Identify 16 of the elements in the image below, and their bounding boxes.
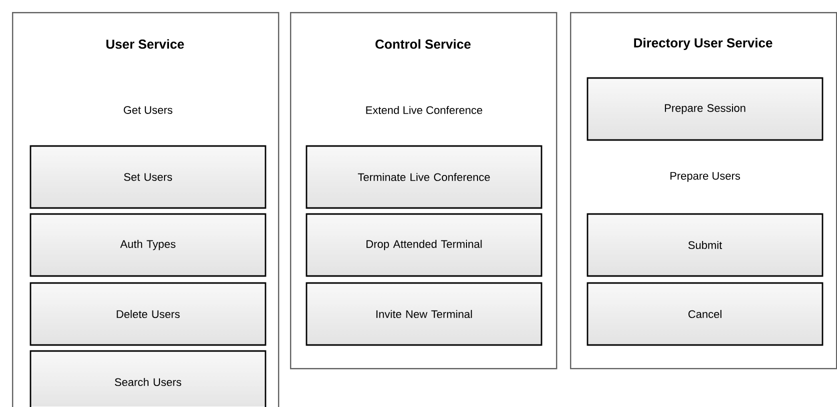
panel-heading: Control Service — [376, 39, 471, 49]
button: Submit — [586, 213, 824, 277]
button: Set Users — [30, 145, 266, 209]
action-text: Get Users — [124, 106, 172, 114]
action-text: Prepare Users — [670, 172, 740, 182]
button: Delete Users — [30, 282, 266, 346]
button: Invite New Terminal — [306, 282, 542, 346]
button: Prepare Session — [586, 77, 824, 141]
action-text: Extend Live Conference — [366, 106, 482, 114]
button: Auth Types — [30, 213, 266, 277]
panel-heading: Directory User Service — [634, 38, 772, 50]
button: Terminate Live Conference — [306, 145, 542, 209]
button: Drop Attended Terminal — [306, 213, 542, 277]
button: Search Users — [30, 350, 266, 407]
panel-heading: User Service — [106, 39, 184, 49]
button: Cancel — [586, 282, 824, 346]
